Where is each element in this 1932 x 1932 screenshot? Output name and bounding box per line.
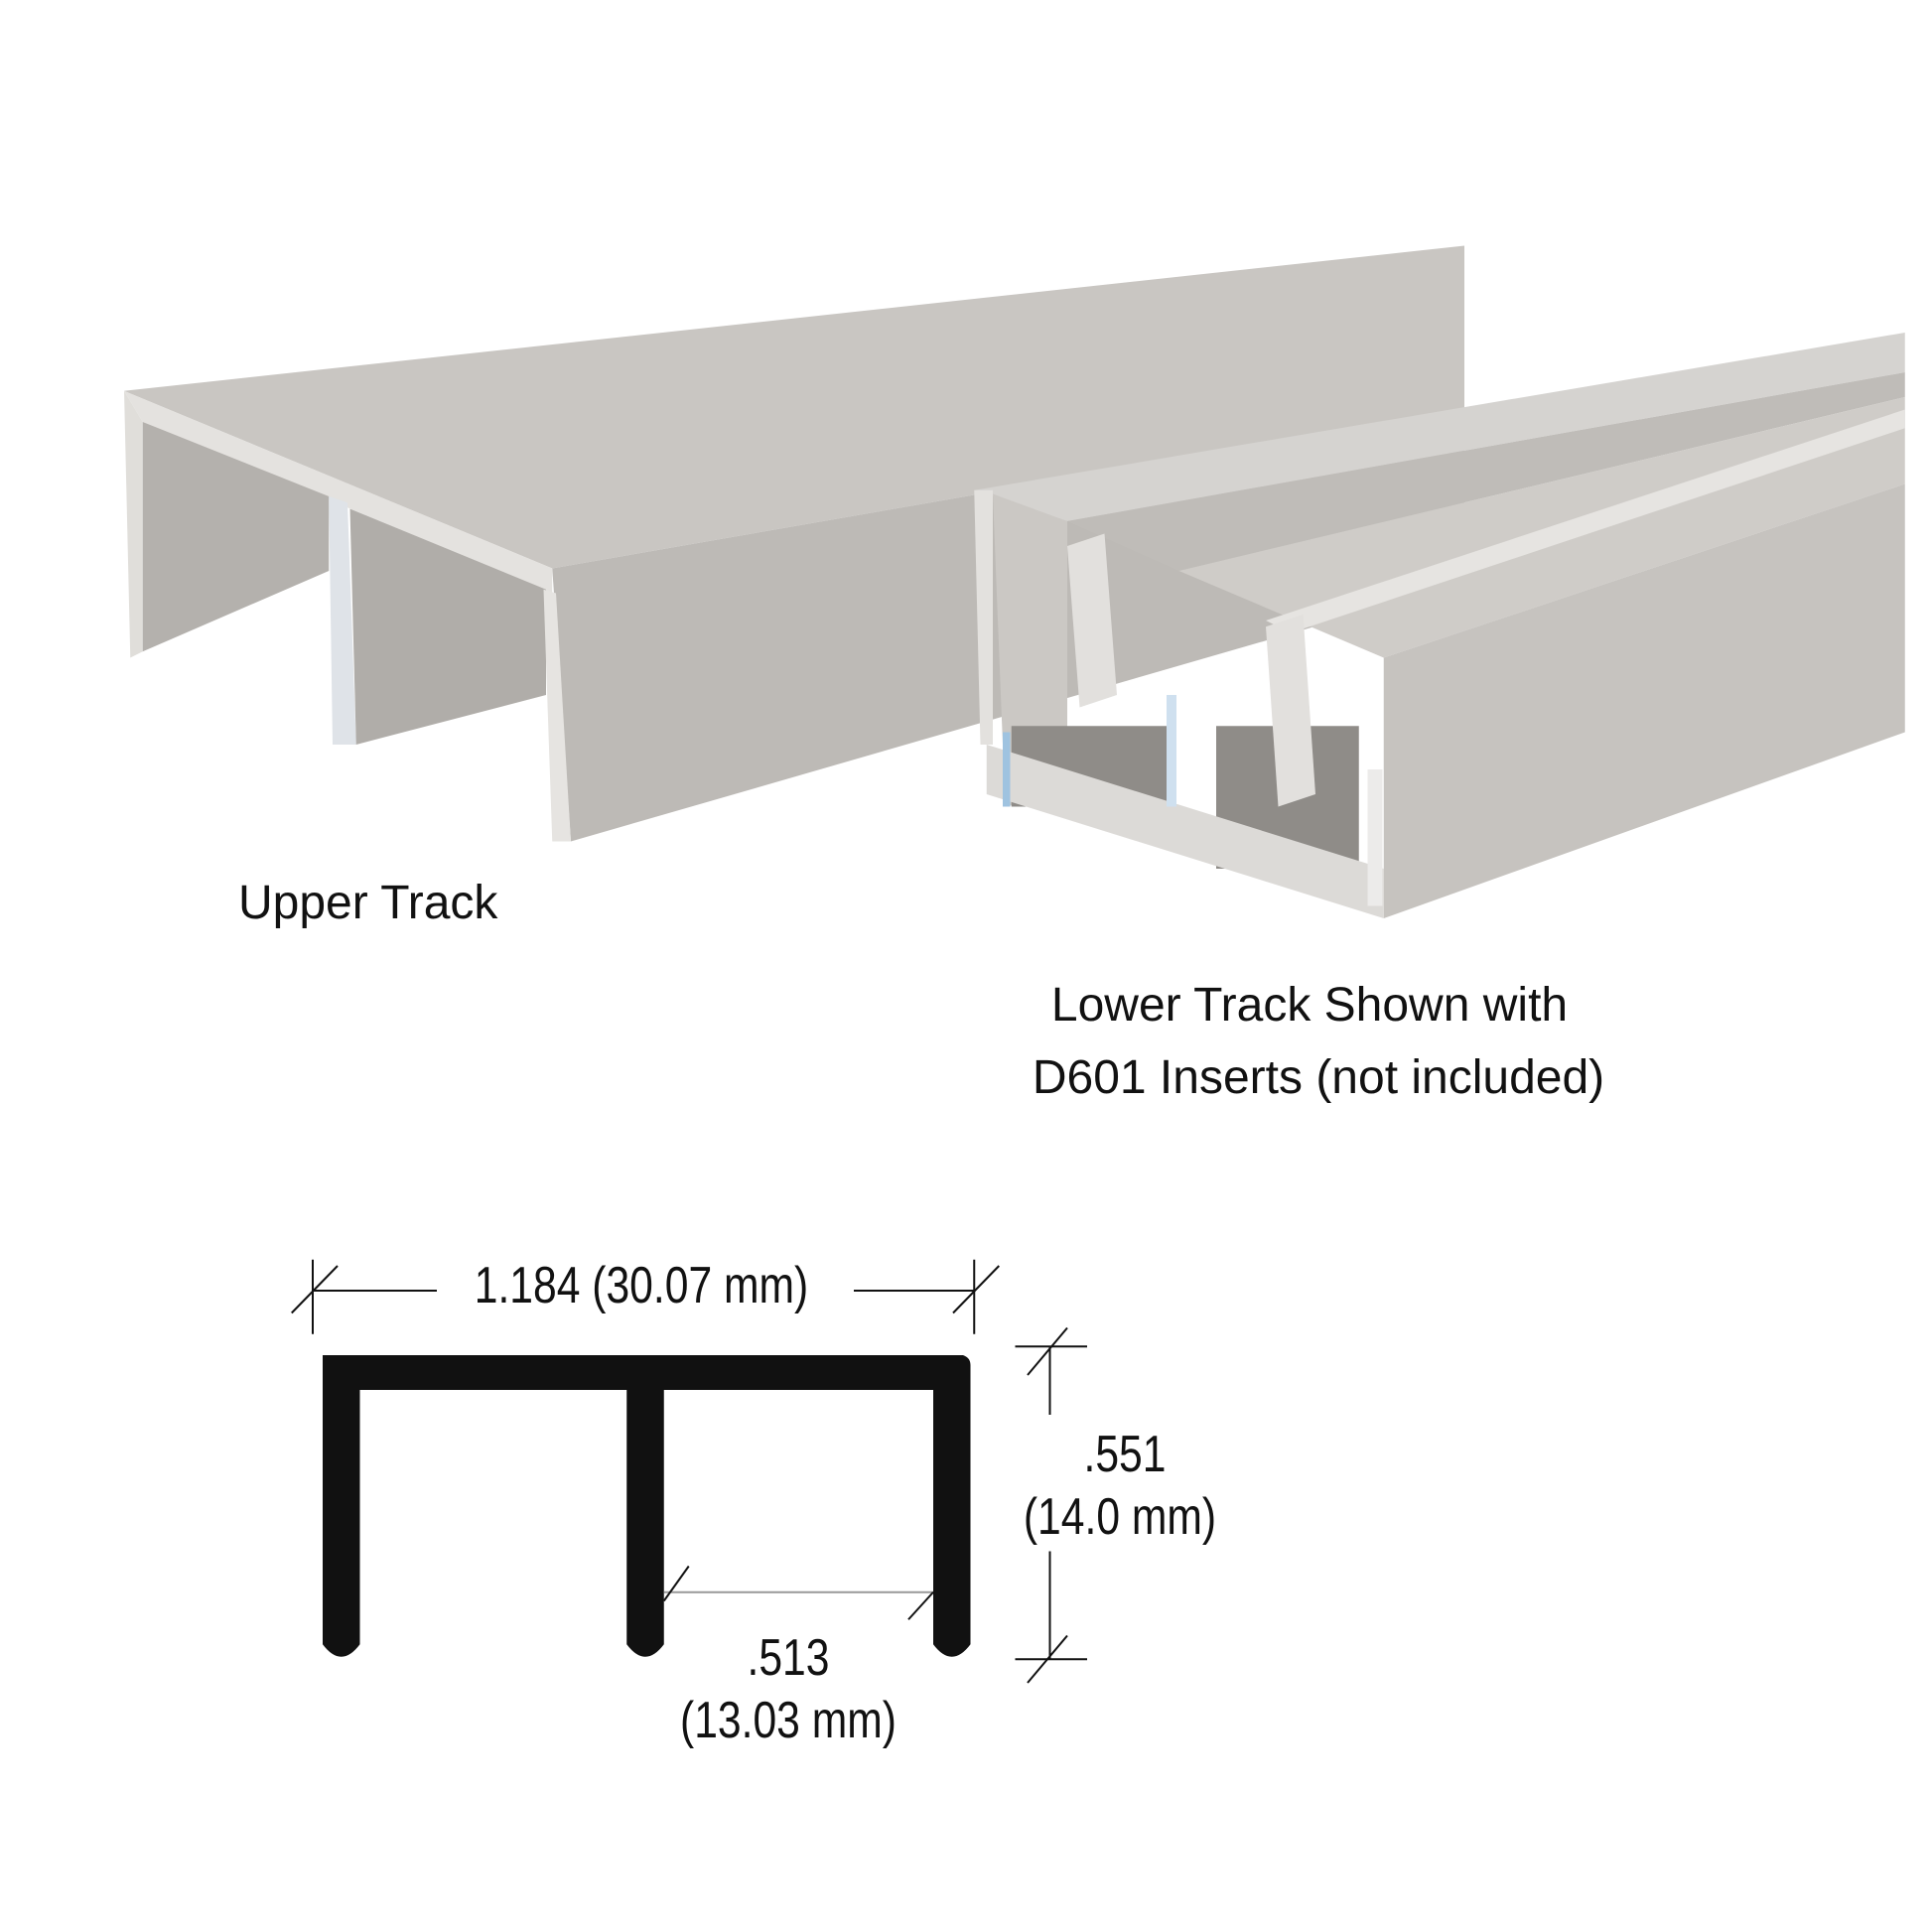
upper-track-label: Upper Track (238, 877, 498, 929)
dimension-lines (291, 1259, 1087, 1684)
lower-track-image (974, 333, 1905, 918)
overall-width-dimension: 1.184 (30.07 mm) (475, 1257, 809, 1314)
channel-width-dimension-inches: .513 (748, 1629, 830, 1687)
lower-track-label-line1: Lower Track Shown with (1051, 979, 1568, 1032)
height-dimension-inches: .551 (1084, 1426, 1167, 1483)
height-dimension-mm: (14.0 mm) (1024, 1488, 1216, 1546)
track-profile-drawing (291, 1259, 1087, 1684)
channel-width-dimension-mm: (13.03 mm) (680, 1692, 897, 1749)
lower-track-label-line2: D601 Inserts (not included) (1033, 1051, 1604, 1104)
